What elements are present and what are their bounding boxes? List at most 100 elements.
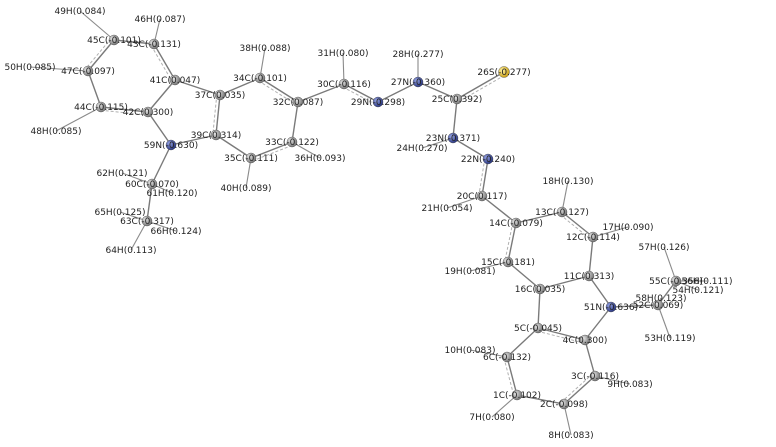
bond-1C-2C <box>516 394 565 405</box>
atom-1C <box>511 389 523 401</box>
bond-5C-6C <box>506 327 539 358</box>
bond-15C-16C <box>507 261 541 290</box>
atom-label-65H: 65H(0.125) <box>94 208 145 218</box>
atom-label-19H: 19H(0.081) <box>444 267 495 277</box>
atom-label-8H: 8H(0.083) <box>548 431 593 441</box>
atom-label-49H: 49H(0.084) <box>54 7 105 17</box>
atom-32C <box>292 96 304 108</box>
atoms-layer <box>82 34 682 410</box>
bond-3C-9H <box>594 375 631 385</box>
atom-label-60C: 60C(-0.070) <box>125 180 179 190</box>
atom-label-11C: 11C(0.313) <box>564 272 615 282</box>
double-bond-3C-2C <box>561 373 594 402</box>
atom-label-3C: 3C(-0.116) <box>571 372 619 382</box>
bond-16C-5C <box>537 288 541 329</box>
bond-44C-48H <box>55 106 102 132</box>
bond-6C-1C <box>506 356 518 396</box>
atom-label-33C: 33C(-0.122) <box>265 138 319 148</box>
atom-label-54H: 54H(0.121) <box>672 286 723 296</box>
atom-label-46H: 46H(0.087) <box>134 15 185 25</box>
atom-41C <box>169 74 181 86</box>
atom-29N <box>372 96 384 108</box>
atom-label-47C: 47C(-0.097) <box>61 67 115 77</box>
atom-label-59N: 59N(-0.630) <box>144 141 198 151</box>
atom-label-4C: 4C(0.300) <box>563 336 608 346</box>
atom-60C <box>146 178 158 190</box>
atom-51N <box>605 301 617 313</box>
bond-60C-62H <box>121 172 153 185</box>
atom-label-58H: 58H(0.123) <box>635 294 686 304</box>
atom-11C <box>583 270 595 282</box>
atom-label-41C: 41C(0.047) <box>150 76 201 86</box>
bond-43C-41C <box>153 43 176 81</box>
atom-label-45C: 45C(-0.101) <box>87 36 141 46</box>
bond-20C-21H <box>446 195 483 209</box>
double-bond-22N-20C <box>478 158 486 196</box>
atom-label-30C: 30C(-0.116) <box>317 80 371 90</box>
atom-44C <box>95 101 107 113</box>
atom-label-39C: 39C(0.314) <box>191 131 242 141</box>
bond-12C-11C <box>588 236 594 277</box>
bond-60C-63C <box>146 183 153 222</box>
bond-3C-2C <box>563 375 596 405</box>
atom-label-5C: 5C(-0.045) <box>514 324 562 334</box>
atom-label-44C: 44C(-0.115) <box>74 103 128 113</box>
atom-47C <box>82 65 94 77</box>
atom-label-9H: 9H(0.083) <box>607 380 652 390</box>
atom-label-20C: 20C(0.117) <box>457 192 508 202</box>
atom-label-55C: 55C(-0.356) <box>649 277 703 287</box>
bond-47C-50H <box>29 66 89 72</box>
bond-23N-22N <box>452 137 489 160</box>
double-bond-34C-32C <box>258 80 297 106</box>
atom-label-48H: 48H(0.085) <box>30 127 81 137</box>
atom-label-12C: 12C(-0.114) <box>566 233 620 243</box>
atom-15C <box>502 256 514 268</box>
atom-55C <box>670 275 682 287</box>
atom-33C <box>286 136 298 148</box>
atom-label-53H: 53H(0.119) <box>644 334 695 344</box>
bond-29N-27N <box>377 81 419 103</box>
atom-35C <box>245 152 257 164</box>
atom-43C <box>148 38 160 50</box>
bond-37C-34C <box>219 77 261 96</box>
bond-23N-24H <box>421 137 454 149</box>
bond-12C-17H <box>592 226 629 238</box>
bond-63C-64H <box>130 220 148 251</box>
atom-label-43C: 43C(-0.131) <box>127 40 181 50</box>
double-bond-37C-39C <box>212 94 218 135</box>
bond-42C-59N <box>147 111 172 146</box>
bond-51N-4C <box>584 306 612 341</box>
double-bond-25C-26S <box>458 74 506 103</box>
bond-25C-26S <box>456 71 505 100</box>
atom-label-26S: 26S(-0.277) <box>477 68 530 78</box>
atom-label-61H: 61H(0.120) <box>146 189 197 199</box>
atom-16C <box>534 283 546 295</box>
atom-label-56H: 56H(0.111) <box>681 277 732 287</box>
bond-1C-7H <box>491 394 518 418</box>
atom-label-37C: 37C(0.035) <box>195 91 246 101</box>
atom-label-34C: 34C(-0.101) <box>233 74 287 84</box>
atom-label-15C: 15C(-0.181) <box>481 258 535 268</box>
atom-label-17H: 17H(0.090) <box>602 223 653 233</box>
atom-label-1C: 1C(-0.102) <box>493 391 541 401</box>
bond-27N-25C <box>417 81 458 100</box>
atom-label-16C: 16C(0.035) <box>515 285 566 295</box>
atom-37C <box>214 89 226 101</box>
bond-34C-32C <box>259 77 299 103</box>
atom-20C <box>476 190 488 202</box>
bond-25C-23N <box>452 98 458 139</box>
atom-30C <box>338 78 350 90</box>
atom-52C <box>652 299 664 311</box>
bond-33C-32C <box>291 101 299 143</box>
atom-4C <box>579 334 591 346</box>
atom-label-2C: 2C(-0.098) <box>540 400 588 410</box>
atom-label-10H: 10H(0.083) <box>444 346 495 356</box>
bond-44C-42C <box>100 106 149 113</box>
atom-label-38H: 38H(0.088) <box>239 44 290 54</box>
atom-2C <box>558 398 570 410</box>
bond-13C-12C <box>561 211 594 238</box>
bond-59N-60C <box>151 144 172 185</box>
atom-label-63C: 63C(-0.317) <box>120 217 174 227</box>
atom-label-27N: 27N(-0.360) <box>391 78 445 88</box>
